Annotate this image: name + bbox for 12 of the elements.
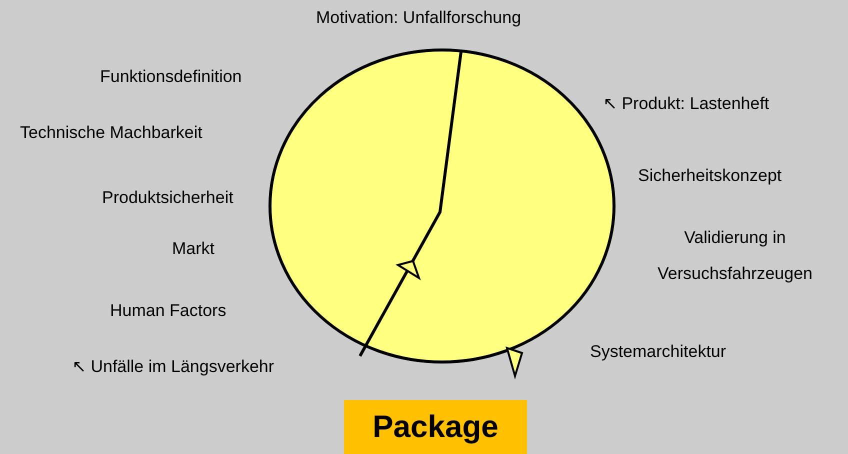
text-label: Funktionsdefinition: [100, 67, 242, 87]
text-label: Sicherheitskonzept: [638, 166, 782, 186]
text-label: Human Factors: [110, 301, 226, 321]
text-label: ↖ Unfälle im Längsverkehr: [72, 357, 274, 377]
text-label: ↖ Produkt: Lastenheft: [603, 94, 770, 114]
text-label: Technische Machbarkeit: [20, 123, 202, 143]
text-label: Validierung in Versuchsfahrzeugen: [656, 227, 814, 285]
package-box: Package: [344, 400, 527, 454]
text-label: Systemarchitektur: [590, 342, 726, 362]
text-label: Markt: [172, 239, 214, 259]
text-label: Motivation: Unfallforschung: [316, 8, 522, 28]
text-label: Produktsicherheit: [102, 188, 234, 208]
